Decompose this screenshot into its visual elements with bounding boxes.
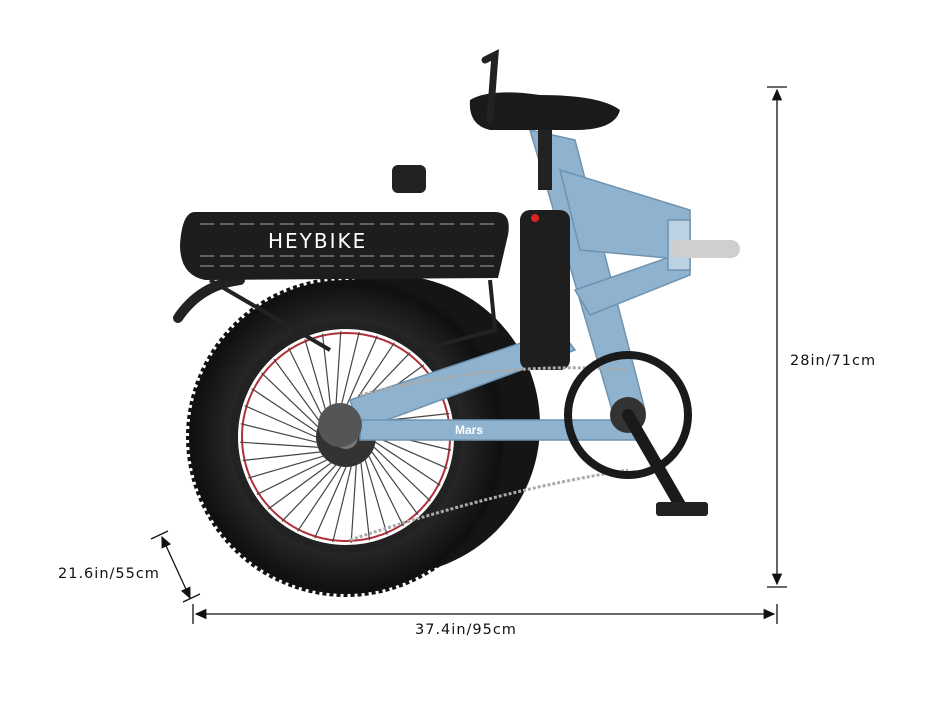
spoke [242, 451, 321, 462]
spoke [240, 423, 317, 443]
spoke [244, 405, 317, 438]
spoke [350, 465, 357, 543]
spoke [288, 347, 324, 418]
spoke [273, 358, 321, 423]
crank-arm [622, 409, 686, 511]
spoke [375, 441, 441, 486]
handlebar-grip [481, 49, 499, 124]
seat [469, 92, 620, 130]
spoke [332, 466, 352, 543]
seat-post [538, 120, 552, 190]
cassette [318, 403, 362, 447]
spoke [297, 466, 342, 532]
spoke [304, 339, 328, 415]
folding-latch [670, 240, 740, 258]
pedal [656, 502, 708, 516]
spoke [240, 441, 318, 448]
fender [173, 275, 245, 323]
spoke [375, 436, 448, 469]
brand-logo: HEYBIKE [268, 229, 367, 253]
spoke [371, 451, 419, 516]
spoke [345, 335, 378, 408]
spoke [368, 456, 404, 527]
headlight [392, 165, 426, 193]
spoke [335, 331, 342, 409]
spoke [373, 446, 431, 502]
chainring [564, 351, 692, 479]
battery-indicator [531, 214, 539, 222]
spoke [261, 372, 319, 428]
spoke [364, 459, 388, 535]
spoke [267, 462, 332, 510]
spoke [314, 466, 347, 539]
width-dimension-line [161, 535, 191, 600]
width-dimension-label: 21.6in/55cm [58, 566, 160, 582]
length-dimension-label: 37.4in/95cm [415, 622, 517, 638]
dimension-lines [150, 86, 787, 624]
spoke [248, 455, 324, 479]
spoke [360, 462, 371, 541]
model-label: Mars [455, 423, 483, 437]
frame [349, 128, 691, 441]
spoke [340, 331, 360, 408]
spoke [256, 459, 327, 495]
spoke [281, 464, 337, 522]
height-dimension-label: 28in/71cm [790, 353, 877, 369]
spoke [251, 388, 317, 433]
rear-rack: HEYBIKE [180, 212, 509, 352]
battery [520, 210, 570, 370]
